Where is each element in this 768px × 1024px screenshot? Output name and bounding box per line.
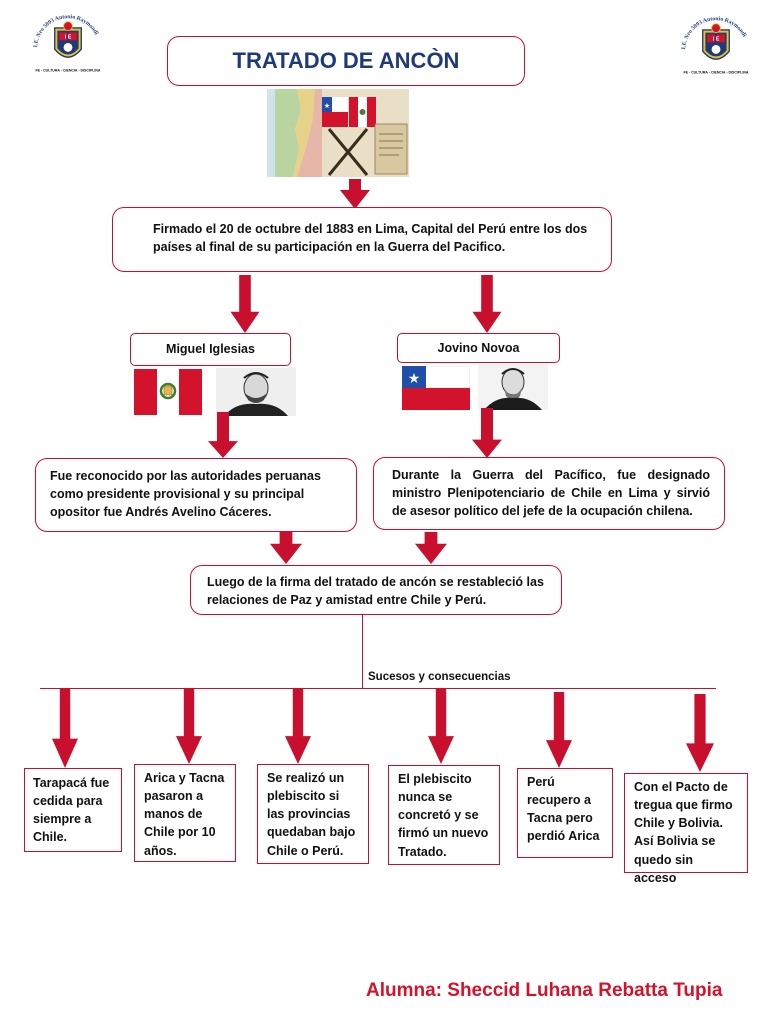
svg-text:★: ★	[324, 102, 330, 110]
arrow-to-consequence-1	[52, 688, 78, 768]
arrow-title-to-intro	[340, 179, 370, 209]
right-person-description: Durante la Guerra del Pacífico, fue desi…	[392, 468, 710, 519]
consequence-text-4: El plebiscito nunca se concretó y se fir…	[398, 772, 489, 859]
consequence-box-2: Arica y Tacna pasaron a manos de Chile p…	[134, 764, 236, 862]
left-person-description: Fue reconocido por las autoridades perua…	[50, 469, 321, 520]
consequence-box-1: Tarapacá fue cedida para siempre a Chile…	[24, 768, 122, 852]
arrow-to-consequence-5	[546, 692, 572, 768]
consequence-text-6: Con el Pacto de tregua que firmo Chile y…	[634, 780, 733, 885]
treaty-illustration: ★	[267, 89, 409, 177]
arrow-intro-to-left-person	[228, 275, 262, 333]
consequence-text-5: Perú recupero a Tacna pero perdió Arica	[527, 775, 600, 844]
consequence-box-3: Se realizó un plebiscito si las provinci…	[257, 764, 369, 864]
consequence-text-3: Se realizó un plebiscito si las provinci…	[267, 771, 356, 858]
arrow-left-description-to-result	[270, 532, 302, 564]
page-title: TRATADO DE ANCÒN	[167, 36, 525, 86]
jovino-novoa-portrait	[478, 364, 548, 410]
school-logo-right-motto: FE - CULTURA - CIENCIA - DISCIPLINA	[684, 70, 749, 74]
intro-box: Firmado el 20 de octubre del 1883 en Lim…	[112, 207, 612, 272]
arrow-to-consequence-4	[428, 688, 454, 764]
consequence-text-1: Tarapacá fue cedida para siempre a Chile…	[33, 776, 110, 845]
arrow-left-person-to-description	[208, 412, 238, 458]
consequence-box-5: Perú recupero a Tacna pero perdió Arica	[517, 768, 613, 858]
school-logo-right-initials: I E	[713, 37, 720, 43]
consequence-text-2: Arica y Tacna pasaron a manos de Chile p…	[144, 771, 225, 858]
intro-text: Firmado el 20 de octubre del 1883 en Lim…	[153, 222, 588, 255]
consequences-label: Sucesos y consecuencias	[368, 671, 511, 683]
school-logo-right: I.E. Nro 5093 Antonio Raymondi I E FE - …	[670, 14, 762, 76]
author-name: Alumna: Sheccid Luhana Rebatta Tupia	[366, 980, 723, 1001]
school-logo-left-initials: I E	[65, 35, 72, 41]
school-logo-left: I.E. Nro 5093 Antonio Raymondi I E FE - …	[22, 12, 114, 74]
right-person-name: Jovino Novoa	[397, 333, 560, 363]
result-text: Luego de la firma del tratado de ancón s…	[207, 575, 544, 608]
svg-text:★: ★	[408, 370, 421, 386]
miguel-iglesias-portrait	[216, 368, 296, 416]
arrow-to-consequence-6	[686, 694, 714, 772]
right-person-description-box: Durante la Guerra del Pacífico, fue desi…	[373, 457, 725, 530]
consequence-box-6: Con el Pacto de tregua que firmo Chile y…	[624, 773, 748, 885]
result-box: Luego de la firma del tratado de ancón s…	[190, 565, 562, 615]
horizontal-connector	[40, 688, 716, 689]
consequence-box-4: El plebiscito nunca se concretó y se fir…	[388, 765, 500, 865]
arrow-to-consequence-2	[176, 688, 202, 764]
left-person-description-box: Fue reconocido por las autoridades perua…	[35, 458, 357, 532]
left-person-name: Miguel Iglesias	[130, 333, 291, 366]
school-logo-left-motto: FE - CULTURA - CIENCIA - DISCIPLINA	[35, 68, 100, 72]
vertical-connector	[362, 615, 363, 688]
arrow-right-description-to-result	[415, 532, 447, 564]
arrow-to-consequence-3	[285, 688, 311, 764]
chile-flag: ★	[401, 365, 471, 410]
arrow-intro-to-right-person	[470, 275, 504, 333]
arrow-right-person-to-description	[472, 408, 502, 458]
peru-flag	[134, 369, 202, 415]
